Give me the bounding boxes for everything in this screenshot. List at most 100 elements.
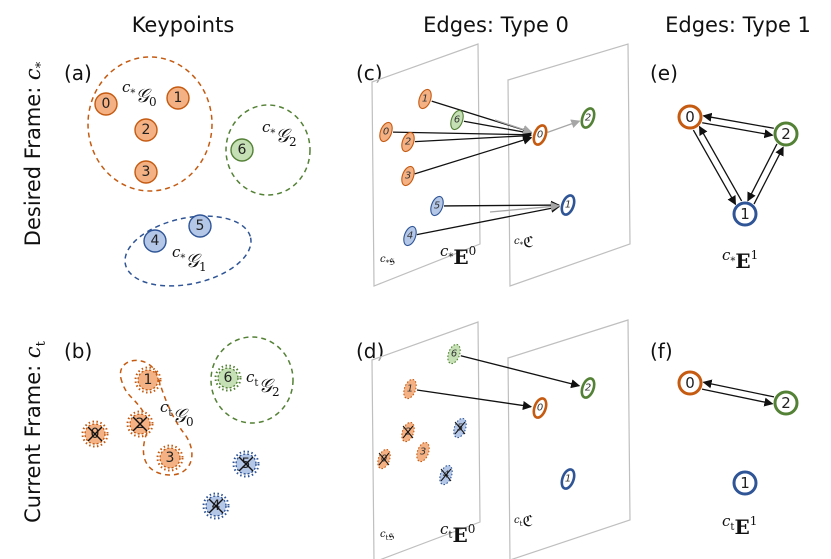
keypoint-5: 5 [232, 450, 260, 478]
svg-text:6: 6 [224, 370, 233, 386]
svg-text:Desired Frame: c*: Desired Frame: c* [21, 61, 49, 246]
edge-arrow [702, 122, 774, 139]
svg-text:0: 0 [537, 403, 543, 414]
svg-text:4: 4 [407, 231, 413, 242]
svg-text:6: 6 [454, 115, 460, 126]
plane-keypoint-1: 1 [560, 468, 576, 490]
group-boundary-orange [87, 56, 213, 192]
keypoint-2: 2 [126, 410, 154, 438]
svg-text:0: 0 [383, 127, 389, 138]
svg-text:4: 4 [151, 233, 160, 249]
header-edges-type0: Edges: Type 0 [423, 13, 569, 37]
keypoint-1: 1 [166, 86, 190, 110]
plane-keypoint-6: 6 [450, 109, 464, 131]
row-label-desired: Desired Frame: c* [21, 61, 49, 246]
panel-f: 0 2 1 ctE1 [677, 370, 799, 539]
keypoint-6: 6 [230, 138, 254, 162]
group-label-b-g2: ct𝒢2 [246, 368, 280, 399]
svg-text:3: 3 [166, 450, 175, 466]
panel-e: 021 c*E1 [677, 104, 799, 273]
svg-text:Current Frame: ct: Current Frame: ct [21, 340, 49, 523]
keypoint-1: 1 [732, 201, 758, 227]
plane-keypoint-0: 0 [532, 397, 548, 419]
edge-arrow [702, 379, 775, 398]
edge-arrow [392, 130, 532, 140]
plane-keypoint-0: 0 [377, 448, 391, 470]
keypoint-2: 2 [773, 121, 799, 147]
plane-keypoint-2: 2 [580, 107, 596, 129]
svg-text:2: 2 [405, 137, 411, 148]
keypoint-2: 2 [773, 390, 799, 416]
svg-text:5: 5 [434, 201, 440, 212]
row-label-current: Current Frame: ct [21, 340, 49, 523]
edge-arrow [460, 355, 581, 389]
plane-label-d-c: ctℭ [514, 512, 533, 530]
plane-keypoint-6: 6 [447, 343, 461, 365]
plane-keypoint-1: 1 [560, 194, 576, 216]
svg-text:2: 2 [781, 394, 791, 412]
svg-text:5: 5 [196, 218, 205, 234]
plane-keypoint-4: 4 [403, 225, 417, 247]
plane-label-c-c: c*ℭ [514, 233, 534, 251]
keypoint-4: 4 [143, 229, 167, 253]
svg-text:2: 2 [781, 125, 791, 143]
keypoint-0: 0 [677, 370, 703, 396]
svg-text:1: 1 [422, 94, 428, 105]
svg-text:0: 0 [685, 374, 695, 392]
svg-text:0: 0 [685, 108, 695, 126]
svg-text:1: 1 [565, 474, 571, 485]
keypoint-1: 1 [732, 470, 758, 496]
edge-arrow [701, 388, 774, 407]
panel-b: 1360254 ct𝒢0 ct𝒢2 [81, 336, 294, 520]
edge-label-f: ctE1 [722, 512, 757, 539]
panel-d: 6125304201 ct𝔰 ctℭ ctE0 [371, 319, 631, 559]
group-label-a-g1: c*𝒢1 [172, 243, 207, 274]
plane-target-current [507, 319, 631, 559]
plane-keypoint-0: 0 [379, 121, 393, 143]
svg-text:1: 1 [565, 200, 571, 211]
plane-source [371, 43, 481, 287]
plane-keypoint-5: 5 [430, 195, 444, 217]
svg-text:2: 2 [585, 383, 591, 394]
plane-keypoint-3: 3 [416, 441, 430, 463]
panel-label-a: (a) [64, 61, 92, 85]
edge-arrow [416, 389, 532, 411]
svg-text:1: 1 [144, 372, 153, 388]
plane-keypoint-1: 1 [403, 378, 417, 400]
plane-label-d-s: ct𝔰 [380, 526, 394, 544]
group-label-b-g0: ct𝒢0 [160, 398, 194, 429]
plane-keypoint-2: 2 [401, 131, 415, 153]
keypoint-6: 6 [214, 364, 242, 392]
plane-keypoint-2: 2 [580, 377, 596, 399]
keypoint-0: 0 [81, 420, 109, 448]
plane-keypoint-0: 0 [532, 124, 548, 146]
edge-arrow [547, 119, 581, 133]
svg-text:0: 0 [102, 96, 111, 112]
edge-arrow [489, 202, 560, 213]
edge-label-d: ctE0 [440, 520, 475, 547]
panel-c: 1 6 0 2 3 5 4 2 0 1 c*𝔰 c*ℭ c*E0 [371, 43, 631, 287]
svg-text:1: 1 [740, 474, 750, 492]
plane-label-c-s: c*𝔰 [380, 251, 395, 269]
svg-text:6: 6 [451, 349, 457, 360]
svg-text:6: 6 [238, 142, 247, 158]
panel-label-b: (b) [64, 339, 92, 363]
keypoint-3: 3 [156, 444, 184, 472]
svg-text:1: 1 [740, 205, 750, 223]
svg-text:3: 3 [142, 164, 151, 180]
header-edges-type1: Edges: Type 1 [665, 13, 811, 37]
edge-arrow [753, 146, 784, 205]
plane-keypoint-2: 2 [401, 421, 415, 443]
group-boundary-green-current [210, 336, 294, 424]
edge-label-c: c*E0 [440, 242, 476, 269]
plane-keypoint-3: 3 [401, 165, 415, 187]
edge-arrow [494, 119, 533, 134]
svg-text:3: 3 [420, 447, 426, 458]
group-boundary-blue [124, 215, 252, 287]
svg-text:3: 3 [405, 171, 411, 182]
svg-text:2: 2 [585, 113, 591, 124]
edge-arrow [463, 120, 533, 137]
svg-text:0: 0 [537, 130, 543, 141]
